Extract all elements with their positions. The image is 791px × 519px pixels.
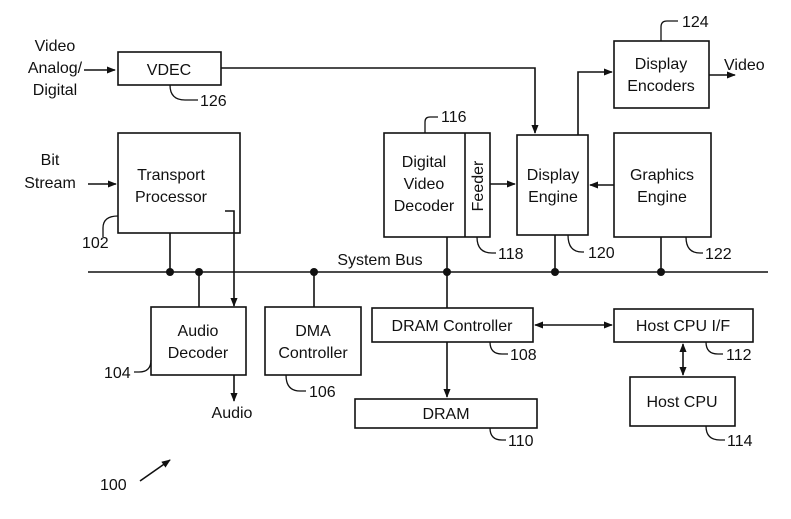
digital-video-decoder-label-line2: Video (404, 176, 445, 193)
transport-processor-block (117, 132, 241, 234)
leader-104 (134, 359, 152, 373)
dma-controller-block (264, 306, 362, 376)
graphics-engine-label-line1: Graphics (630, 167, 694, 184)
ref-110: 110 (508, 433, 534, 450)
system-bus-label: System Bus (337, 252, 422, 269)
dma-controller-label-line2: Controller (278, 345, 348, 362)
display-encoders-block (613, 40, 710, 109)
leader-114 (705, 425, 725, 441)
dram-label: DRAM (422, 406, 469, 423)
digital-video-decoder-block (383, 132, 491, 238)
junction-dot (657, 268, 665, 276)
video-input-label-line2: Analog/ (28, 60, 83, 77)
transport-processor-label-line1: Transport (137, 167, 205, 184)
audio-decoder-label-line2: Decoder (168, 345, 229, 362)
feeder-label: Feeder (470, 160, 487, 211)
audio-output-label: Audio (212, 405, 253, 422)
video-input-label-line3: Digital (33, 82, 77, 99)
host-cpu-if-label: Host CPU I/F (636, 318, 730, 335)
ref-116: 116 (441, 109, 467, 126)
leader-118 (476, 236, 496, 254)
junction-dot (166, 268, 174, 276)
display-engine-label-line2: Engine (528, 189, 578, 206)
leader-108 (489, 341, 508, 355)
ref-118: 118 (498, 246, 524, 263)
video-output-label: Video (724, 57, 765, 74)
leader-106 (285, 374, 306, 392)
leader-110 (489, 427, 506, 441)
ref-124: 124 (682, 14, 709, 31)
ref-122: 122 (705, 246, 732, 263)
dram-controller-label: DRAM Controller (392, 318, 514, 335)
vdec-label: VDEC (147, 62, 191, 79)
dma-controller-label-line1: DMA (295, 323, 331, 340)
graphics-engine-label-line2: Engine (637, 189, 687, 206)
junction-dot (551, 268, 559, 276)
dram-controller-block (371, 307, 534, 343)
bit-stream-label-line1: Bit (41, 152, 60, 169)
leader-120 (567, 234, 584, 253)
ref-126: 126 (200, 93, 227, 110)
ref-102: 102 (82, 235, 109, 252)
display-encoders-label-line2: Encoders (627, 78, 695, 95)
transport-processor-label-line2: Processor (135, 189, 208, 206)
leader-122 (685, 236, 703, 254)
ref-114: 114 (727, 433, 753, 450)
vdec-to-display-engine-arrow (221, 67, 539, 134)
dram-block (354, 398, 538, 429)
audio-decoder-block (150, 306, 247, 376)
leader-126 (169, 84, 198, 101)
ref-100: 100 (100, 477, 127, 494)
bit-stream-label-line2: Stream (24, 175, 76, 192)
host-cpu-block (629, 376, 736, 427)
ref-100-arrow (139, 459, 171, 482)
ref-104: 104 (104, 365, 131, 382)
leader-112 (705, 341, 723, 355)
transport-to-audio-arrow (225, 210, 238, 307)
junction-dot (195, 268, 203, 276)
display-encoders-label-line1: Display (635, 56, 687, 73)
leader-116 (424, 116, 438, 133)
digital-video-decoder-label-line3: Decoder (394, 198, 455, 215)
display-engine-to-encoders-arrow (577, 68, 613, 135)
ref-112: 112 (726, 347, 752, 364)
audio-decoder-label-line1: Audio (178, 323, 219, 340)
display-engine-label-line1: Display (527, 167, 579, 184)
display-engine-block (516, 134, 589, 236)
digital-video-decoder-label-line1: Digital (402, 154, 446, 171)
host-cpu-if-block (613, 308, 754, 343)
graphics-engine-block (613, 132, 712, 238)
video-input-label-line1: Video (35, 38, 76, 55)
ref-106: 106 (309, 384, 336, 401)
ref-120: 120 (588, 245, 615, 262)
leader-124 (660, 20, 678, 41)
junction-dot (310, 268, 318, 276)
host-cpu-label: Host CPU (646, 394, 717, 411)
ref-108: 108 (510, 347, 537, 364)
leader-102 (102, 215, 119, 237)
